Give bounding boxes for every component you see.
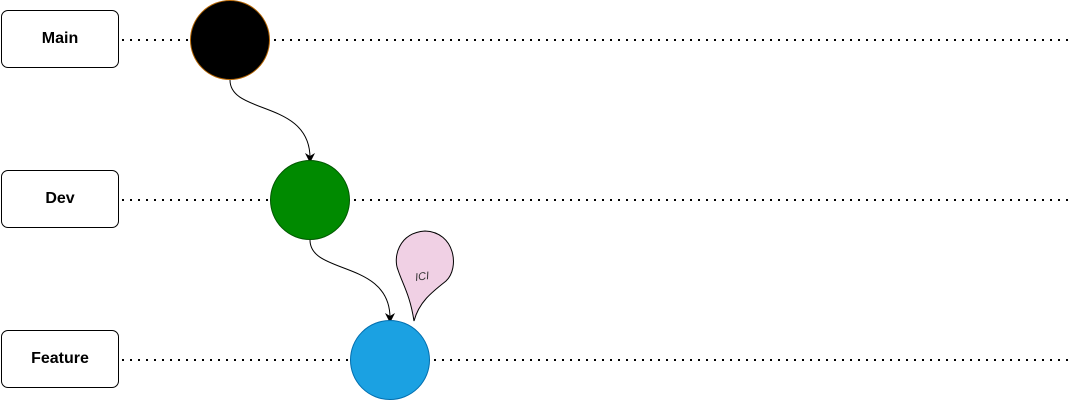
branch-label-feature[interactable]: Feature <box>1 330 119 388</box>
callout-bubble[interactable] <box>395 230 454 322</box>
branch-label-dev-text: Dev <box>45 190 75 207</box>
commit-node-dev[interactable] <box>270 160 350 240</box>
callout-text: ICI <box>414 270 430 284</box>
connector-dev-to-feature <box>309 239 395 323</box>
commit-node-feature[interactable] <box>350 320 430 400</box>
branch-label-feature-text: Feature <box>31 350 89 367</box>
branch-label-main[interactable]: Main <box>1 10 119 68</box>
branch-label-dev[interactable]: Dev <box>1 170 119 228</box>
commit-node-main[interactable] <box>190 0 270 80</box>
connector-main-to-dev <box>229 79 315 163</box>
branch-label-main-text: Main <box>41 30 79 47</box>
